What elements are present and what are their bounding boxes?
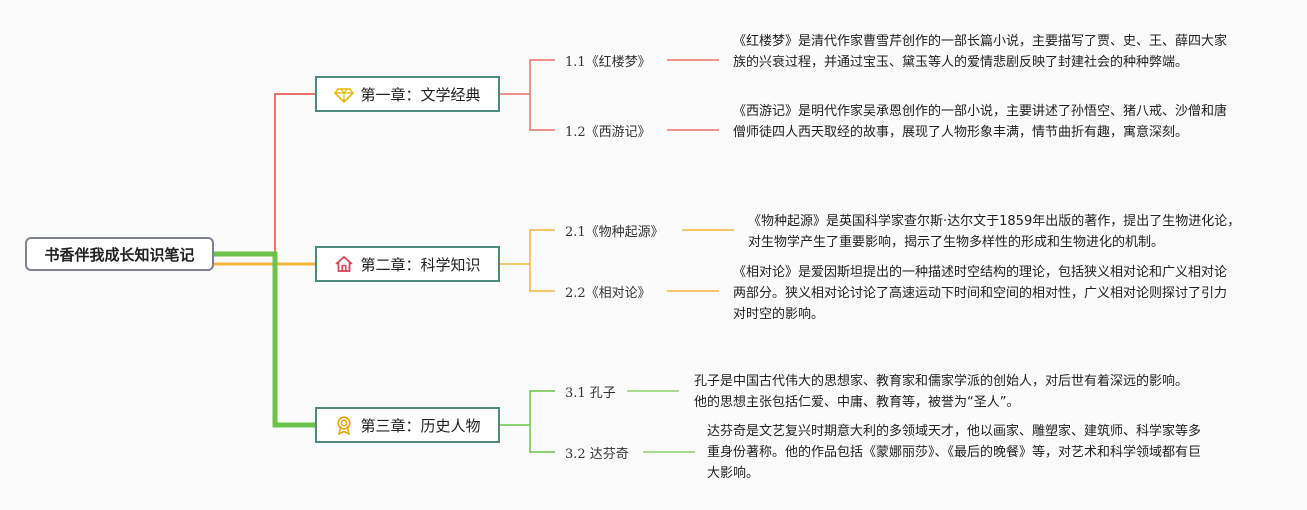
connector-ch2-branch	[500, 229, 555, 292]
connector-root-ch1	[214, 93, 315, 255]
chapter-title: 第三章：历史人物	[360, 416, 481, 435]
root-node[interactable]: 书香伴我成长知识笔记	[25, 237, 214, 271]
sub-node-1-2[interactable]: 1.2《西游记》	[565, 125, 651, 140]
sub-node-1-1[interactable]: 1.1《红楼梦》	[565, 55, 651, 70]
chapter-node-history[interactable]: 第三章：历史人物	[315, 407, 500, 443]
chapter-node-science[interactable]: 第二章：科学知识	[315, 246, 500, 282]
sub-node-2-1[interactable]: 2.1《物种起源》	[565, 225, 664, 240]
chapter-title: 第二章：科学知识	[360, 255, 481, 274]
sub-node-3-2[interactable]: 3.2 达芬奇	[565, 447, 629, 462]
award-icon	[334, 415, 354, 435]
house-icon	[334, 254, 354, 274]
desc-1-2: 《西游记》是明代作家吴承恩创作的一部小说，主要讲述了孙悟空、猪八戒、沙僧和唐僧师…	[733, 104, 1228, 140]
sub-node-2-2[interactable]: 2.2《相对论》	[565, 286, 651, 301]
root-label: 书香伴我成长知识笔记	[44, 245, 195, 264]
connector-root-ch3	[214, 251, 315, 428]
desc-1-1: 《红楼梦》是清代作家曹雪芹创作的一部长篇小说，主要描写了贾、史、王、薛四大家族的…	[733, 34, 1228, 70]
sub-node-3-1[interactable]: 3.1 孔子	[565, 386, 616, 401]
diamond-icon	[334, 84, 355, 104]
chapter-title: 第一章：文学经典	[360, 85, 481, 104]
chapter-node-literature[interactable]: 第一章：文学经典	[315, 76, 500, 112]
connector-ch1-branch	[500, 59, 555, 131]
desc-3-2: 达芬奇是文艺复兴时期意大利的多领域天才，他以画家、雕塑家、建筑师、科学家等多重身…	[707, 424, 1202, 481]
connector-ch3-branch	[500, 390, 555, 453]
desc-2-1: 《物种起源》是英国科学家查尔斯·达尔文于1859年出版的著作，提出了生物进化论，…	[748, 214, 1241, 250]
desc-3-1: 孔子是中国古代伟大的思想家、教育家和儒家学派的创始人，对后世有着深远的影响。他的…	[694, 374, 1189, 410]
desc-2-2: 《相对论》是爱因斯坦提出的一种描述时空结构的理论，包括狭义相对论和广义相对论两部…	[733, 265, 1228, 322]
